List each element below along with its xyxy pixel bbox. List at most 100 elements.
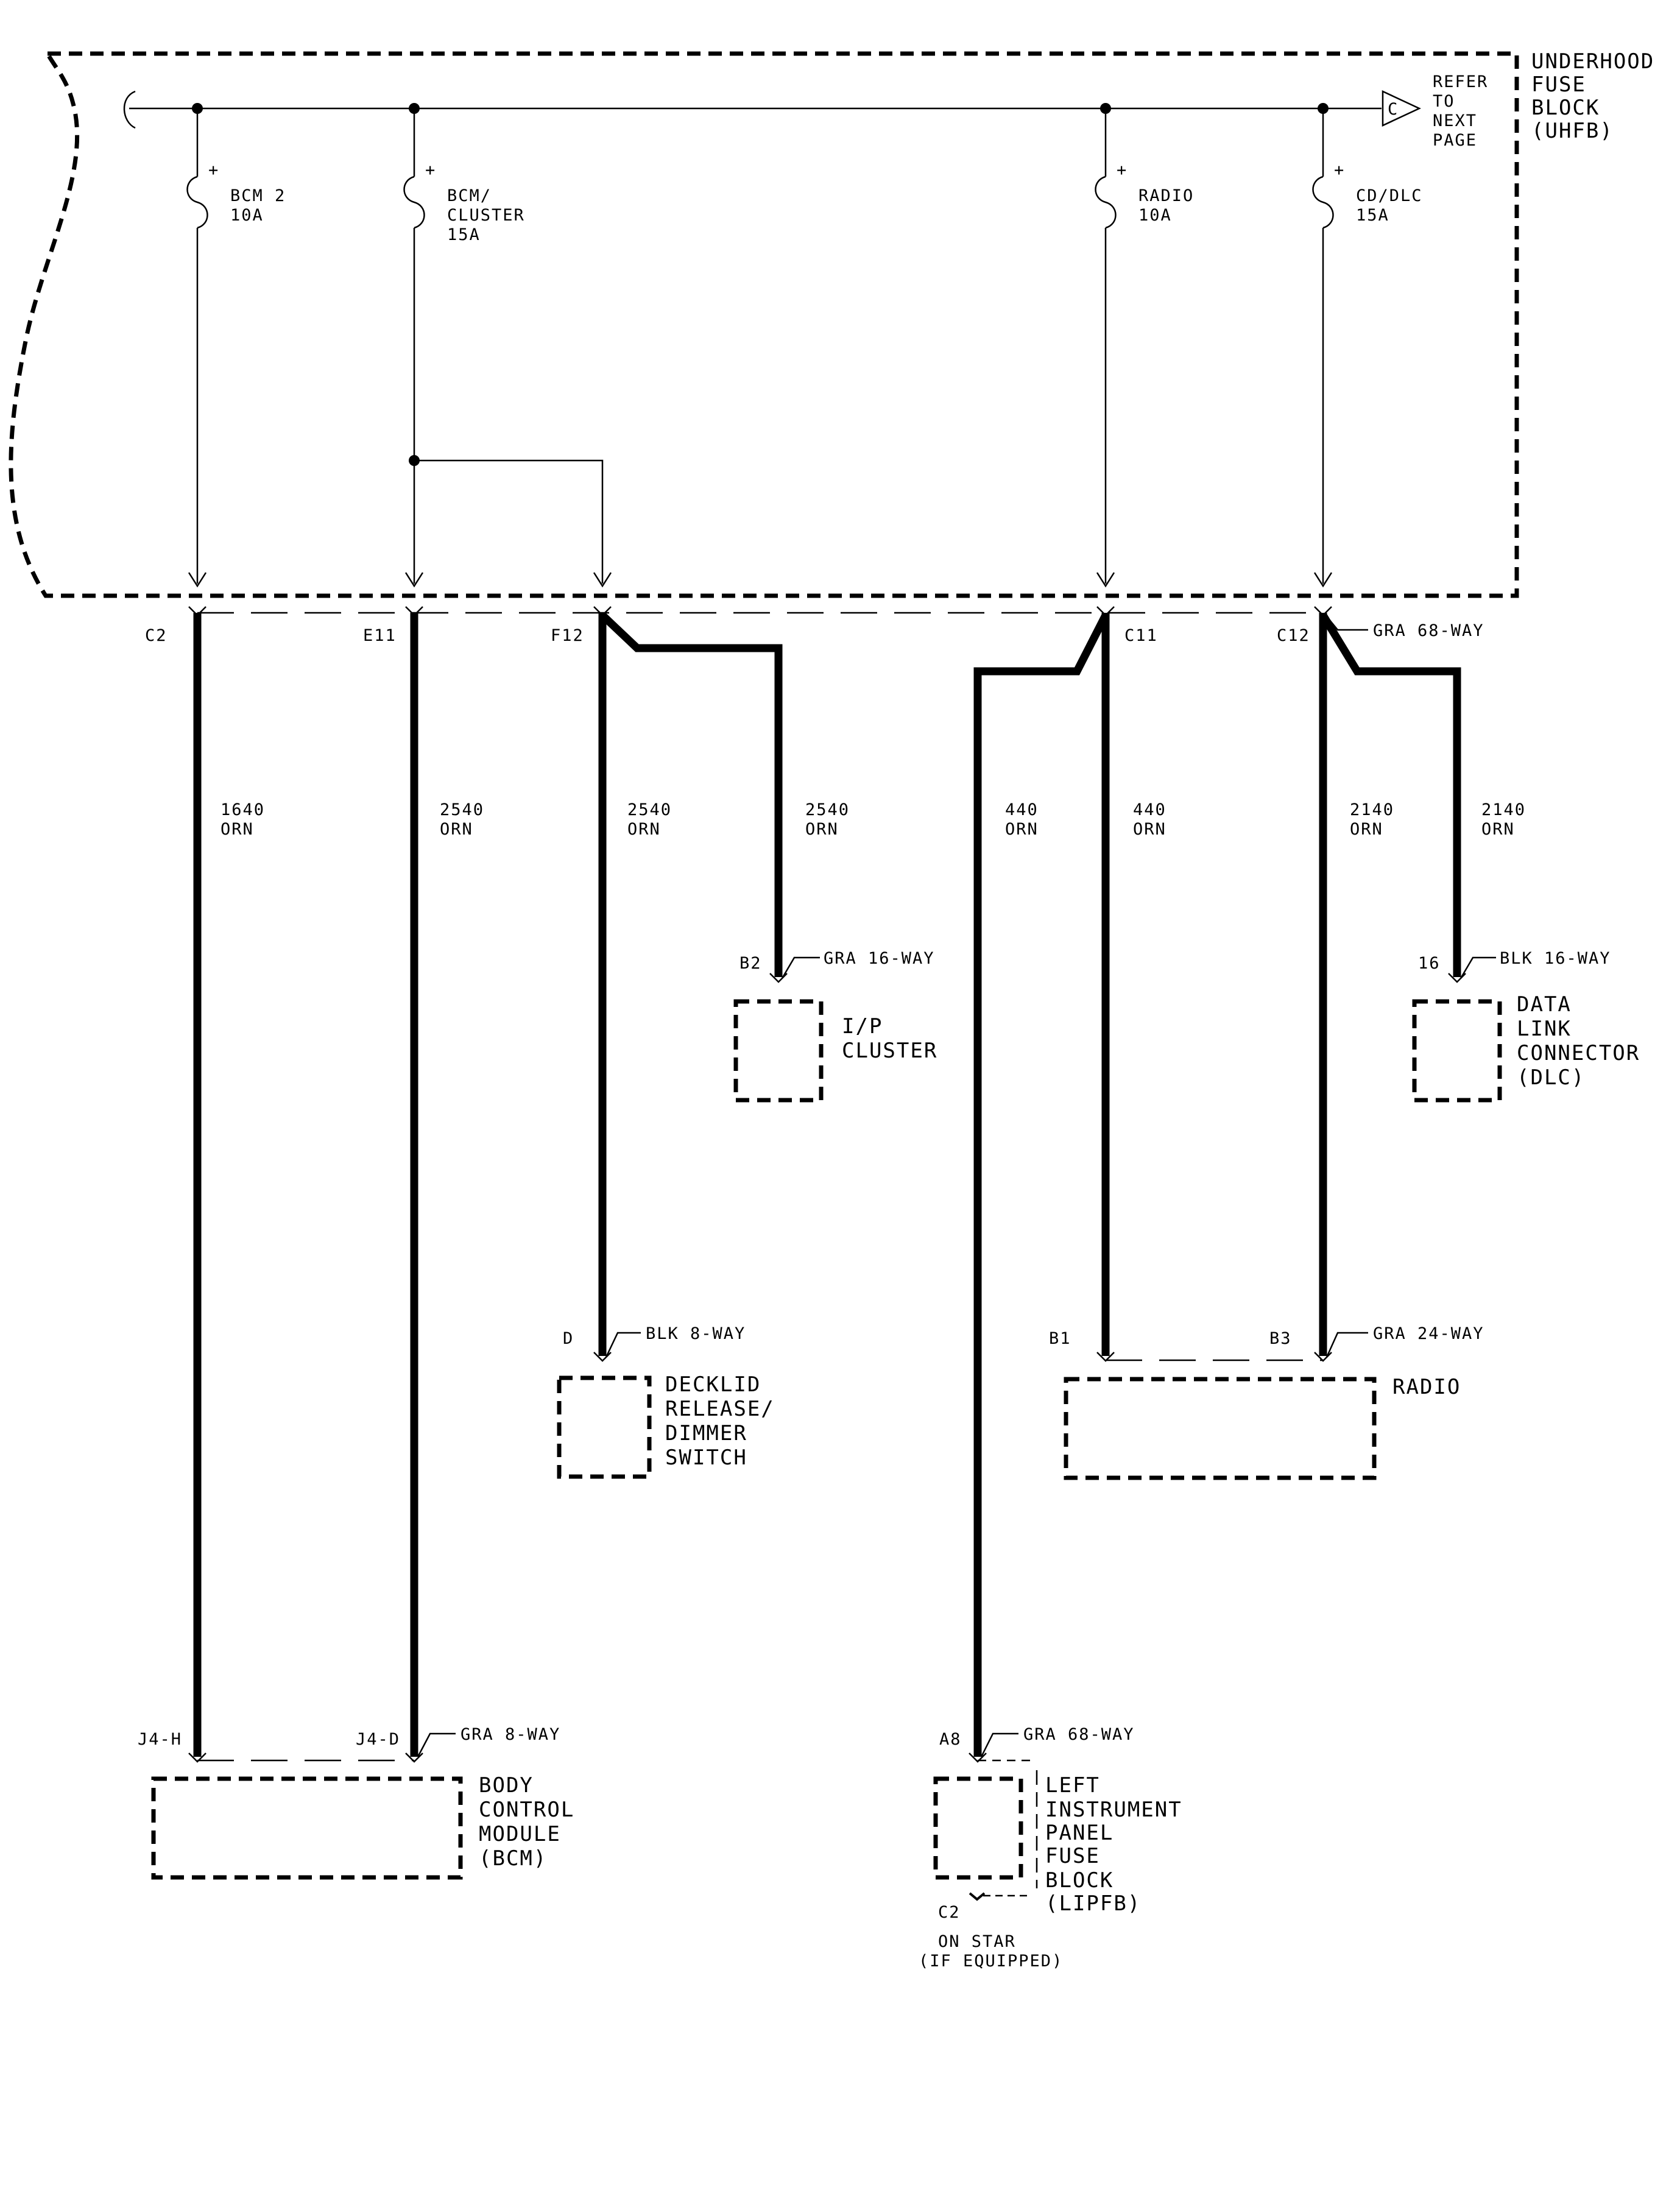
pin-label: B3 — [1269, 1329, 1292, 1348]
component-label-line: CONNECTOR — [1517, 1041, 1640, 1065]
underhood-label-line: BLOCK — [1531, 96, 1600, 120]
power-bus — [123, 90, 1382, 129]
arrow-icon — [593, 572, 612, 588]
fuse-icon — [1312, 175, 1334, 229]
fuse-label-line: RADIO — [1138, 186, 1194, 205]
connector-terminal-icon — [1096, 1352, 1115, 1362]
radio: B1 B3 GRA 24-WAY RADIO — [1049, 1324, 1484, 1480]
fuse-icon — [403, 175, 425, 229]
fuse-label-line: 15A — [447, 225, 481, 244]
fuse-bcm-cluster: + BCM/ CLUSTER 15A — [403, 108, 612, 588]
decklid-release-dimmer-switch: D BLK 8-WAY DECKLID RELEASE/ DIMMER SWIT… — [557, 1324, 774, 1479]
refer-label-line: TO — [1433, 92, 1455, 111]
fuse-plus: + — [208, 161, 219, 180]
fuse-icon — [1095, 175, 1117, 229]
fuse-label-line: 10A — [230, 206, 264, 225]
wire-circuit: 2540 — [440, 800, 484, 819]
arrow-icon — [1096, 572, 1115, 588]
fuse-plus: + — [425, 161, 436, 180]
note-line: ON STAR — [938, 1932, 1016, 1951]
wire-circuit: 2540 — [627, 800, 672, 819]
component-label-line: MODULE — [479, 1822, 561, 1846]
connector-label: BLK 16-WAY — [1500, 949, 1611, 968]
bcm-box — [151, 1776, 463, 1880]
pin-label: A8 — [939, 1730, 962, 1749]
note-line: (IF EQUIPPED) — [919, 1952, 1063, 1971]
pin-label: 16 — [1418, 954, 1441, 973]
decklid-box — [557, 1375, 652, 1479]
fuse-plus: + — [1117, 161, 1128, 180]
connector-label: GRA 24-WAY — [1373, 1324, 1484, 1343]
refer-next-page: C REFER TO NEXT PAGE — [1382, 72, 1488, 150]
underhood-label-line: (UHFB) — [1531, 119, 1614, 143]
wire-circuit: 2140 — [1481, 800, 1526, 819]
wire-circuit: 440 — [1133, 800, 1166, 819]
refer-label-line: NEXT — [1433, 111, 1477, 130]
wire-color: ORN — [805, 820, 839, 839]
connector-label: GRA 68-WAY — [1023, 1725, 1135, 1744]
wire-color: ORN — [221, 820, 254, 839]
pin-label: B2 — [739, 954, 762, 973]
connector-terminal-icon — [969, 1892, 986, 1901]
refer-arrow-icon — [1382, 90, 1421, 127]
wire-circuit: 2140 — [1350, 800, 1394, 819]
pin-label: J4-H — [138, 1730, 182, 1749]
connector-terminal-icon — [405, 1753, 423, 1763]
fuse-plus: + — [1334, 161, 1345, 180]
wire-2540-decklid: 2540 ORN — [598, 613, 672, 1356]
pin-label: C2 — [938, 1903, 961, 1922]
ip-cluster-box — [733, 999, 824, 1103]
arrow-icon — [404, 572, 424, 588]
pin-label: J4-D — [356, 1730, 400, 1749]
terminal-label: C2 — [145, 626, 168, 645]
wire-2540-cluster: 2540 ORN — [599, 612, 850, 977]
wire-color: ORN — [1133, 820, 1166, 839]
component-label-line: (BCM) — [479, 1846, 547, 1871]
refer-label-line: REFER — [1433, 72, 1488, 91]
underhood-label-line: UNDERHOOD — [1531, 49, 1654, 74]
arrow-icon — [1313, 572, 1333, 588]
wire-color: ORN — [1350, 820, 1383, 839]
component-label-line: BODY — [479, 1773, 534, 1798]
component-label-line: BLOCK — [1045, 1868, 1114, 1893]
wire-1640: 1640 ORN — [193, 613, 264, 1757]
component-label-line: PANEL — [1045, 1821, 1114, 1845]
wire-2140-radio: 2140 ORN — [1319, 613, 1394, 1356]
connector-terminal-icon — [1314, 1352, 1332, 1362]
fuse-label-line: CLUSTER — [447, 206, 525, 225]
component-label-line: INSTRUMENT — [1045, 1798, 1182, 1822]
body-control-module: J4-H J4-D GRA 8-WAY BODY CONTROL MODULE … — [138, 1725, 573, 1880]
connector-terminal-icon — [969, 1753, 987, 1763]
component-label-line: FUSE — [1045, 1844, 1100, 1868]
component-label-line: LEFT — [1045, 1773, 1100, 1798]
connector-label: BLK 8-WAY — [646, 1324, 746, 1343]
fuse-label-line: 15A — [1356, 206, 1389, 225]
connector-label: GRA 16-WAY — [824, 949, 935, 968]
radio-box — [1064, 1377, 1377, 1480]
component-label-line: (LIPFB) — [1045, 1891, 1141, 1916]
underhood-label: UNDERHOOD FUSE BLOCK (UHFB) — [1531, 49, 1654, 143]
terminal-label: C11 — [1124, 626, 1158, 645]
terminal-label: C12 — [1277, 626, 1310, 645]
fuse-radio: + RADIO 10A — [1095, 108, 1194, 588]
fuse-icon — [186, 175, 208, 229]
left-instrument-panel-fuse-block: A8 GRA 68-WAY LEFT INSTRUMENT PANEL FUSE… — [919, 1725, 1182, 1971]
component-label-line: DECKLID — [665, 1372, 761, 1397]
data-link-connector: 16 BLK 16-WAY DATA LINK CONNECTOR (DLC) — [1412, 949, 1640, 1103]
component-label-line: DATA — [1517, 992, 1572, 1017]
wire-circuit: 2540 — [805, 800, 850, 819]
dlc-box — [1412, 999, 1502, 1103]
fuse-cd-dlc: + CD/DLC 15A — [1312, 108, 1422, 588]
refer-label-line: PAGE — [1433, 131, 1477, 150]
wire-color: ORN — [1481, 820, 1515, 839]
component-label-line: LINK — [1517, 1017, 1572, 1041]
uhfb-connector: C2 E11 F12 C11 C12 GRA 68-WAY — [145, 606, 1483, 645]
connector-terminal-icon — [188, 1753, 206, 1763]
wire-440-radio: 440 ORN — [1101, 613, 1166, 1356]
fuse-label-line: BCM 2 — [230, 186, 286, 205]
connector-terminal-icon — [593, 1352, 612, 1362]
wire-color: ORN — [627, 820, 661, 839]
lipfb-box — [933, 1776, 1023, 1880]
terminal-label: E11 — [363, 626, 397, 645]
